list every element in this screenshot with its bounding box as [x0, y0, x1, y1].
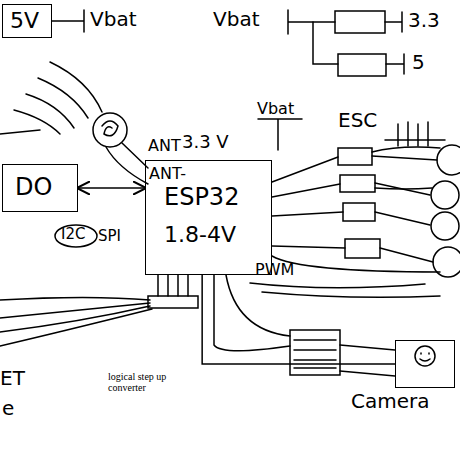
power-label: Vbat	[257, 101, 294, 118]
node-text: Camera	[351, 391, 430, 412]
esc-box	[345, 239, 380, 258]
antenna-wire	[106, 143, 148, 184]
supply-wire	[385, 12, 402, 32]
pwm-wire	[272, 157, 345, 248]
motor-wire	[372, 156, 437, 262]
header-wire	[158, 275, 188, 296]
supply-box: 5V	[2, 4, 52, 38]
harness-wire	[0, 298, 152, 347]
supply-wire	[313, 22, 338, 64]
node-text: ANT-	[149, 166, 186, 183]
radio-wave	[0, 130, 40, 134]
camera-lens	[420, 353, 430, 361]
node-text: 5V	[10, 9, 39, 32]
sensor-box: DO	[2, 164, 78, 212]
voltage-label: 3.3 V	[182, 133, 229, 152]
signal-label: PWM	[255, 262, 294, 279]
antenna-symbol	[102, 121, 118, 136]
node-text: 1.8-4V	[164, 223, 236, 246]
camera-box: Camera	[395, 340, 455, 388]
camera-connector	[290, 330, 340, 375]
motor-wire	[372, 147, 440, 189]
motor-symbol	[431, 212, 459, 240]
antenna-symbol	[93, 113, 127, 147]
part-label: ESC	[338, 110, 377, 131]
supply-wire	[288, 10, 335, 34]
pin-header	[148, 296, 198, 308]
pin-label: ANT	[148, 138, 181, 155]
esc-box	[343, 203, 375, 221]
supply-wire	[258, 119, 302, 150]
pwm-wire	[250, 256, 440, 297]
power-label: Vbat	[90, 9, 136, 30]
camera-connector	[294, 340, 336, 368]
bus-label: SPI	[98, 229, 121, 245]
power-label: Vbat	[213, 9, 259, 30]
camera-wire	[340, 345, 395, 376]
regulator-symbol	[335, 11, 385, 33]
wire-connector	[78, 187, 145, 189]
voltage-label: 3.3	[408, 10, 440, 31]
motor-symbol	[437, 145, 460, 175]
radio-wave	[26, 94, 74, 128]
esc-bus	[385, 122, 445, 146]
radio-wave	[38, 78, 88, 118]
camera-wire	[214, 275, 290, 351]
radio-wave	[50, 62, 102, 112]
mcu-box: ANT- ESP32 1.8-4V	[145, 160, 272, 275]
esc-box	[338, 148, 372, 165]
bus-ring	[55, 225, 97, 247]
node-text: ESP32	[164, 185, 239, 210]
part-label: e	[2, 398, 14, 419]
part-label: ET	[0, 368, 25, 389]
note-label: logical step up converter	[108, 372, 180, 393]
supply-wire	[386, 54, 404, 74]
motor-symbol	[431, 181, 459, 209]
voltage-label: 5	[412, 52, 425, 73]
wire-connector	[202, 275, 395, 364]
camera-lens	[415, 346, 435, 366]
node-text: DO	[15, 175, 52, 200]
supply-wire	[52, 10, 84, 32]
esc-box	[340, 175, 375, 192]
bus-label: I2C	[61, 227, 85, 243]
regulator-symbol	[338, 54, 386, 76]
